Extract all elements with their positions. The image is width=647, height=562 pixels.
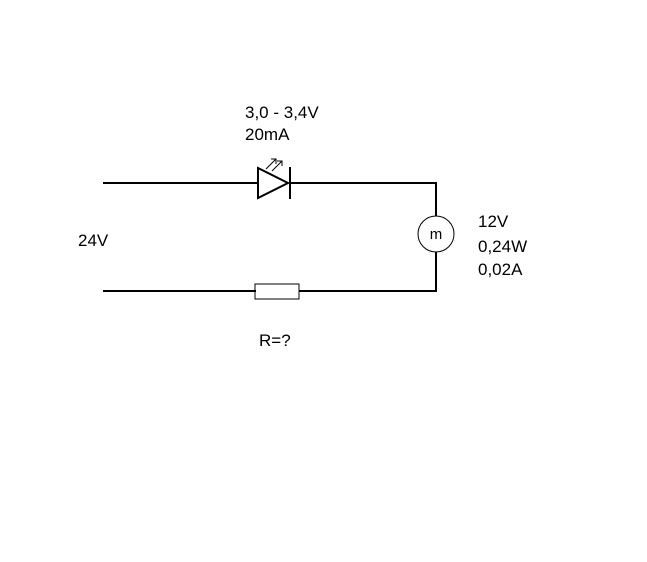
led-arrowhead-2 — [277, 160, 283, 166]
led-arrowhead-1 — [271, 158, 277, 164]
led-triangle — [257, 166, 291, 200]
led-icon — [257, 158, 291, 200]
led-voltage-label: 3,0 - 3,4V — [245, 103, 319, 122]
supply-voltage-label: 24V — [78, 231, 109, 250]
motor-letter: m — [430, 226, 443, 243]
motor-power-label: 0,24W — [478, 237, 527, 256]
motor-icon: m — [417, 215, 455, 253]
led-arrow-2 — [271, 160, 283, 172]
led-current-label: 20mA — [245, 125, 290, 144]
motor-voltage-label: 12V — [478, 212, 509, 231]
led-arrow-1 — [265, 158, 277, 170]
resistor-value-label: R=? — [259, 331, 291, 350]
motor-current-label: 0,02A — [478, 260, 523, 279]
resistor-icon — [254, 283, 300, 300]
